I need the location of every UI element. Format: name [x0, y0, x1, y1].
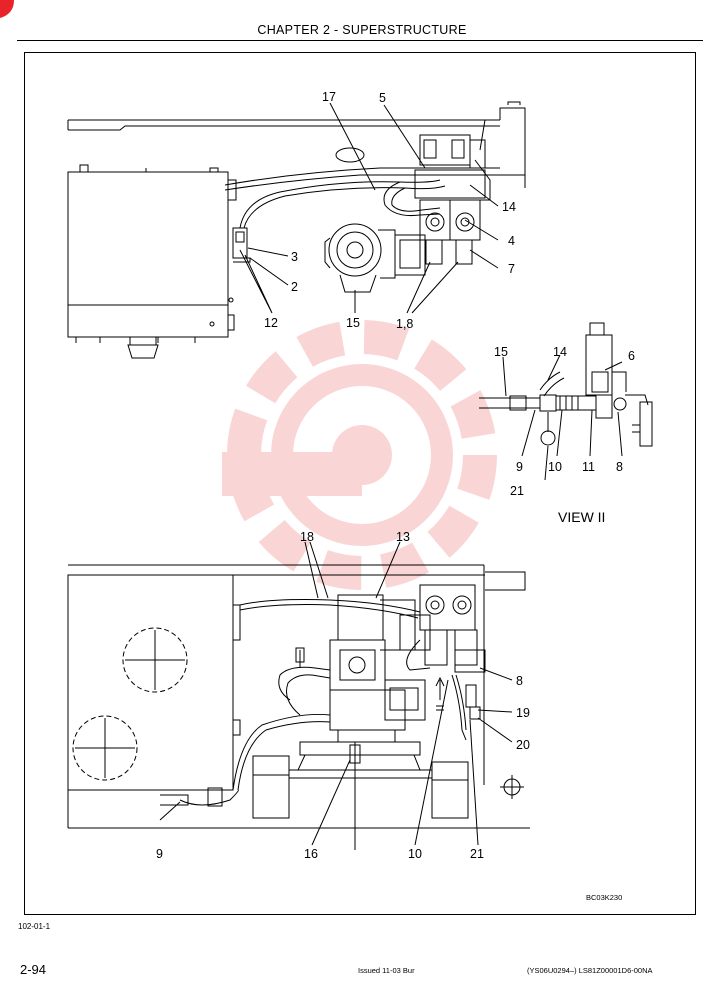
chapter-title: CHAPTER 2 - SUPERSTRUCTURE: [257, 23, 467, 37]
issued-info: Issued 11-03 Bur: [358, 966, 415, 975]
callout-12: 12: [264, 316, 278, 330]
callout-3: 3: [291, 250, 298, 264]
document-reference: (YS06U0294–) LS81Z00001D6-00NA: [527, 966, 653, 975]
bottom-view-drawing: [67, 564, 530, 850]
callout-7: 7: [508, 262, 515, 276]
bottom-callout-13: 13: [396, 530, 410, 544]
bottom-callout-16: 16: [304, 847, 318, 861]
bottom-callout-10: 10: [408, 847, 422, 861]
callout-14: 14: [502, 200, 516, 214]
view-ii-drawing: [479, 322, 653, 447]
view-ii-callout-9: 9: [516, 460, 523, 474]
view-ii-callout-8: 8: [616, 460, 623, 474]
bottom-view-callouts: 18 13 8 19 20 9 16 10 21: [156, 530, 530, 861]
bottom-callout-8: 8: [516, 674, 523, 688]
view-ii-callout-15: 15: [494, 345, 508, 359]
view-ii-title: VIEW II: [558, 509, 605, 525]
callout-15: 15: [346, 316, 360, 330]
header-rule: [17, 40, 703, 41]
view-ii-callout-21: 21: [510, 484, 524, 498]
top-view-callouts: 17 5 14 4 7 3 2 12 15 1,8: [264, 90, 516, 331]
callout-1-8: 1,8: [396, 317, 413, 331]
view-ii-callout-14: 14: [553, 345, 567, 359]
bottom-callout-20: 20: [516, 738, 530, 752]
figure-frame: [24, 52, 696, 915]
top-view-drawing: [67, 101, 526, 359]
bottom-callout-9: 9: [156, 847, 163, 861]
page-reference: 102-01-1: [18, 922, 51, 931]
callout-5: 5: [379, 91, 386, 105]
corner-badge-icon: [0, 0, 14, 18]
callout-17: 17: [322, 90, 336, 104]
watermark-gear-logo: [222, 320, 497, 590]
bottom-callout-18: 18: [300, 530, 314, 544]
callout-2: 2: [291, 280, 298, 294]
bottom-callout-19: 19: [516, 706, 530, 720]
view-ii-callouts: 15 14 6 9 10 11 8 21 VIEW II: [494, 345, 635, 525]
figure-code: BC03K230: [586, 893, 622, 902]
page-number: 2-94: [20, 962, 47, 977]
view-ii-callout-11: 11: [582, 460, 595, 474]
callout-4: 4: [508, 234, 515, 248]
view-ii-callout-6: 6: [628, 349, 635, 363]
view-ii-callout-10: 10: [548, 460, 562, 474]
bottom-callout-21: 21: [470, 847, 484, 861]
